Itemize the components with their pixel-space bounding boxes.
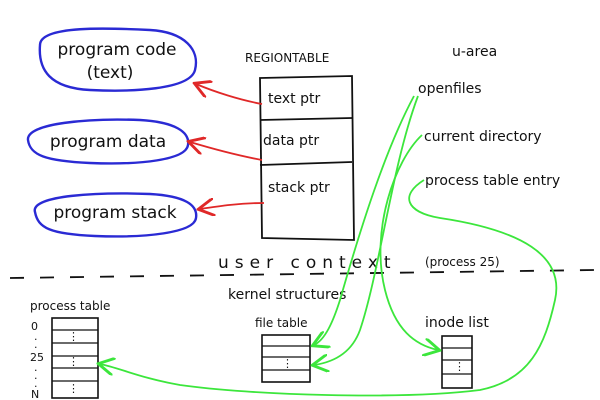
region-divider-1: [259, 117, 353, 121]
process-table-dots: ⋮: [68, 330, 79, 343]
file-table-dots: ⋮: [282, 357, 293, 370]
user-kernel-divider: [9, 269, 596, 279]
region-row-text-ptr: text ptr: [268, 91, 320, 107]
process-table-tick: .: [34, 369, 38, 382]
arrow-current-directory-to-inode: [379, 134, 438, 350]
program-code-node: program code (text): [38, 27, 198, 92]
arrow-openfiles-to-file-table-1: [314, 95, 415, 345]
program-stack-label: program stack: [53, 203, 176, 223]
arrow-data-ptr-to-data: [190, 142, 263, 161]
program-stack-ellipse: [33, 192, 198, 238]
file-table: file table ⋮: [255, 316, 311, 383]
inode-list: inode list ⋮: [425, 315, 489, 389]
region-table-title: REGIONTABLE: [245, 51, 329, 65]
user-context-note: (process 25): [425, 255, 500, 269]
u-area-title: u-area: [452, 44, 497, 60]
arrow-process-entry-to-process-table: [100, 179, 558, 397]
process-table-tick: .: [34, 338, 38, 351]
process-table: process table ⋮ ⋮ ⋮ 0 . . 25 . . . N: [30, 299, 110, 400]
process-table-dots: ⋮: [68, 355, 79, 368]
inode-list-box: [441, 335, 473, 389]
inode-list-title: inode list: [425, 315, 489, 331]
u-area-open-files: openfiles: [418, 81, 482, 97]
program-code-ellipse: [38, 27, 198, 92]
region-divider-2: [259, 161, 353, 166]
process-table-title: process table: [30, 299, 110, 313]
region-row-stack-ptr: stack ptr: [268, 180, 330, 196]
program-data-label: program data: [50, 132, 166, 152]
u-area-current-directory: current directory: [424, 129, 542, 145]
process-table-tick: .: [34, 377, 38, 390]
arrow-stack-ptr-to-stack: [200, 203, 265, 209]
program-data-node: program data: [26, 118, 190, 165]
process-table-tick: .: [34, 361, 38, 374]
region-row-data-ptr: data ptr: [263, 133, 319, 149]
region-table-box: [259, 75, 355, 241]
user-context-label: user context: [218, 253, 397, 273]
u-area-process-table-entry: process table entry: [425, 173, 560, 189]
process-table-tick: 25: [30, 351, 44, 364]
region-table: REGIONTABLE text ptr data ptr stack ptr: [245, 51, 355, 241]
file-table-title: file table: [255, 316, 307, 330]
kernel-structures-label: kernel structures: [228, 287, 346, 303]
process-table-tick: 0: [31, 320, 38, 333]
program-stack-node: program stack: [33, 192, 198, 238]
process-table-dots: ⋮: [68, 382, 79, 395]
arrow-openfiles-to-file-table-2: [314, 95, 419, 365]
inode-list-dots: ⋮: [454, 360, 465, 373]
u-area: u-area openfiles current directory proce…: [418, 44, 560, 189]
process-table-tick: .: [34, 330, 38, 343]
process-table-tick: N: [31, 388, 39, 400]
arrow-text-ptr-to-code: [196, 84, 263, 105]
program-code-sublabel: (text): [87, 63, 134, 83]
program-code-label: program code: [58, 40, 177, 60]
